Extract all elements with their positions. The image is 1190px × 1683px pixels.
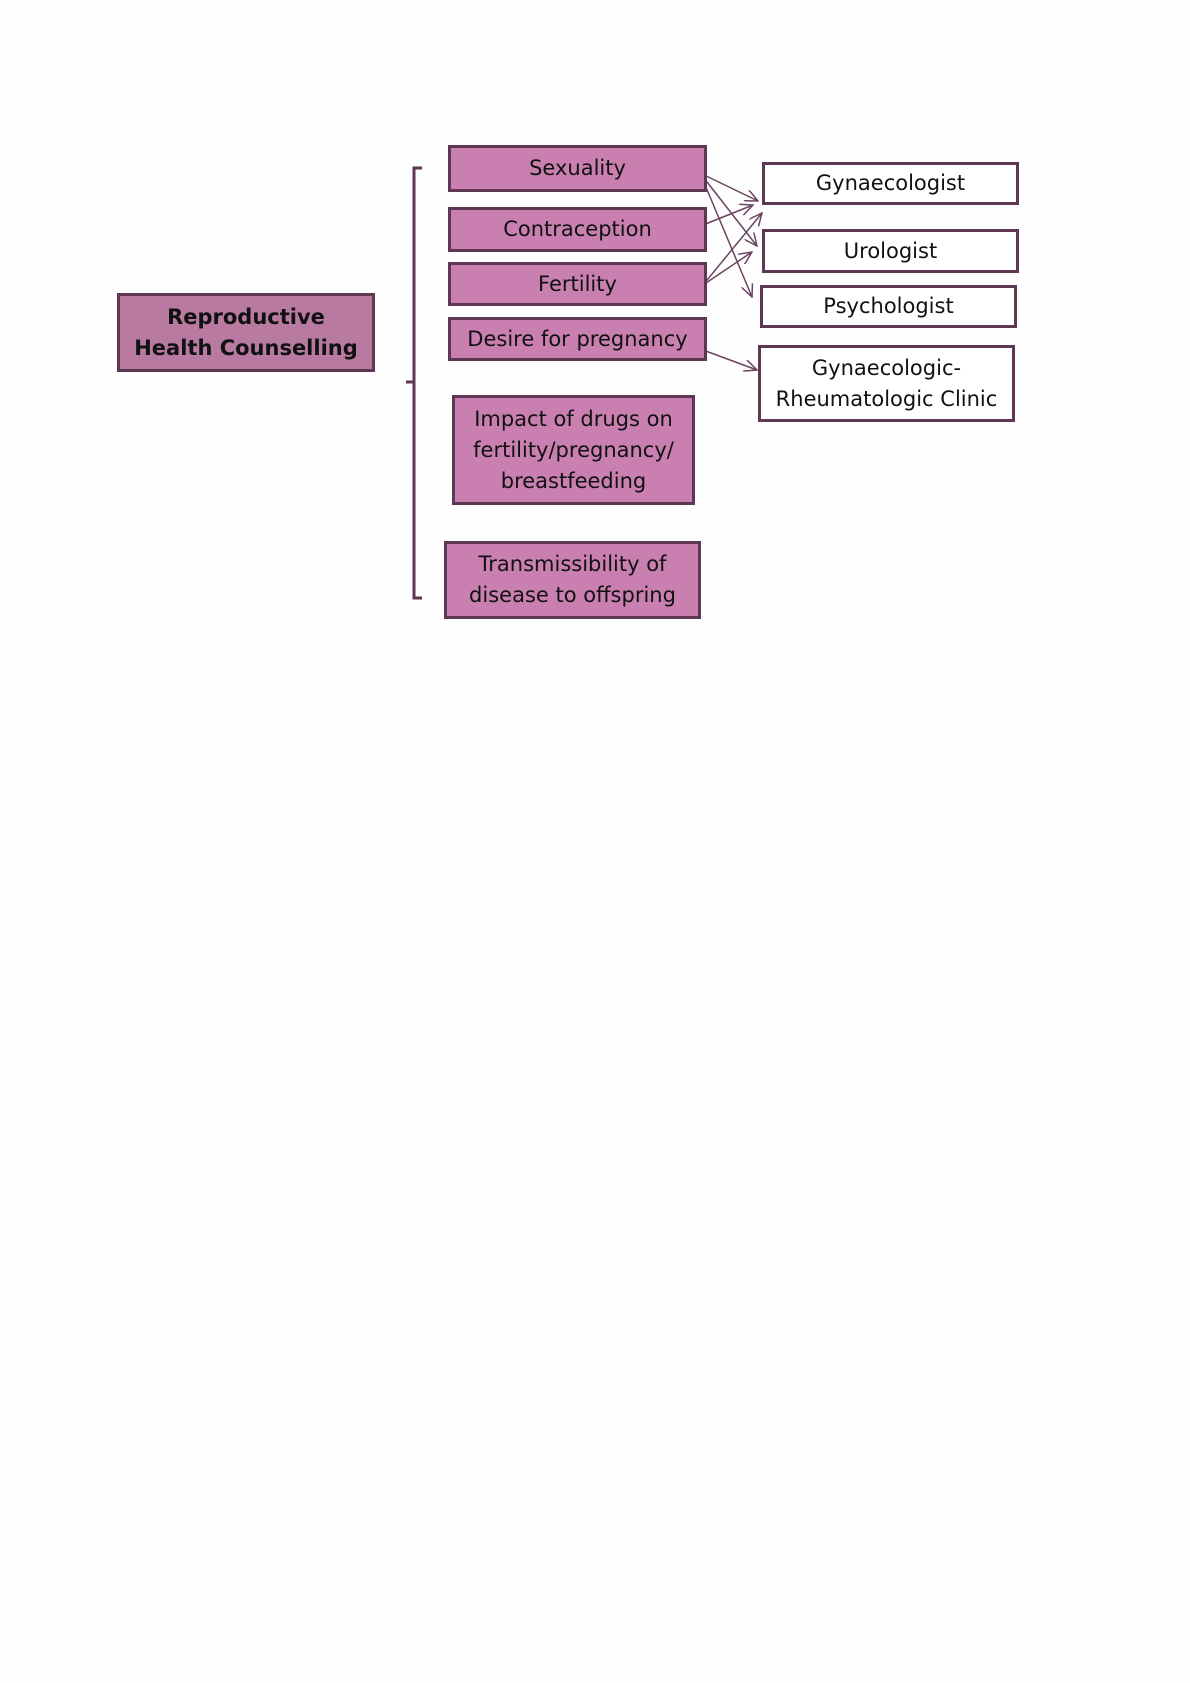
specialist-label: Gynaecologist <box>815 171 966 195</box>
arrow-fertility-urologist <box>702 252 752 286</box>
topic-label: Contraception <box>503 217 652 241</box>
arrow-sexuality-psychologist <box>699 172 752 297</box>
topic-contraception: Contraception <box>448 207 707 252</box>
specialist-psychologist: Psychologist <box>760 285 1017 328</box>
arrow-fertility-gynaecologist <box>702 213 762 286</box>
topic-impact-of-drugs: Impact of drugs on fertility/pregnancy/ … <box>452 395 695 505</box>
root-label: Reproductive Health Counselling <box>134 304 358 360</box>
topic-label: Desire for pregnancy <box>467 326 688 351</box>
topic-sexuality: Sexuality <box>448 145 707 192</box>
specialist-clinic: Gynaecologic-Rheumatologic Clinic <box>758 345 1015 422</box>
topic-transmissibility: Transmissibility of disease to offspring <box>444 541 701 619</box>
root-node: Reproductive Health Counselling <box>117 293 375 372</box>
specialist-urologist: Urologist <box>762 229 1019 273</box>
arrow-sexuality-gynaecologist <box>699 172 758 201</box>
specialist-label: Psychologist <box>823 294 954 318</box>
topic-label: Transmissibility of disease to offspring <box>469 552 676 607</box>
connectors <box>406 166 1190 600</box>
specialist-gynaecologist: Gynaecologist <box>762 162 1019 205</box>
bracket <box>406 166 422 600</box>
arrow-contraception-gynaecologist <box>702 205 753 226</box>
topic-fertility: Fertility <box>448 262 707 306</box>
topic-label: Impact of drugs on fertility/pregnancy/ … <box>473 406 674 493</box>
arrow-desire-clinic <box>702 349 757 370</box>
topic-desire-for-pregnancy: Desire for pregnancy <box>448 317 707 361</box>
specialist-label: Urologist <box>843 238 938 263</box>
arrow-sexuality-urologist <box>699 172 757 246</box>
specialist-label: Gynaecologic-Rheumatologic Clinic <box>775 355 998 411</box>
topic-label: Sexuality <box>529 156 626 180</box>
topic-label: Fertility <box>538 271 617 296</box>
